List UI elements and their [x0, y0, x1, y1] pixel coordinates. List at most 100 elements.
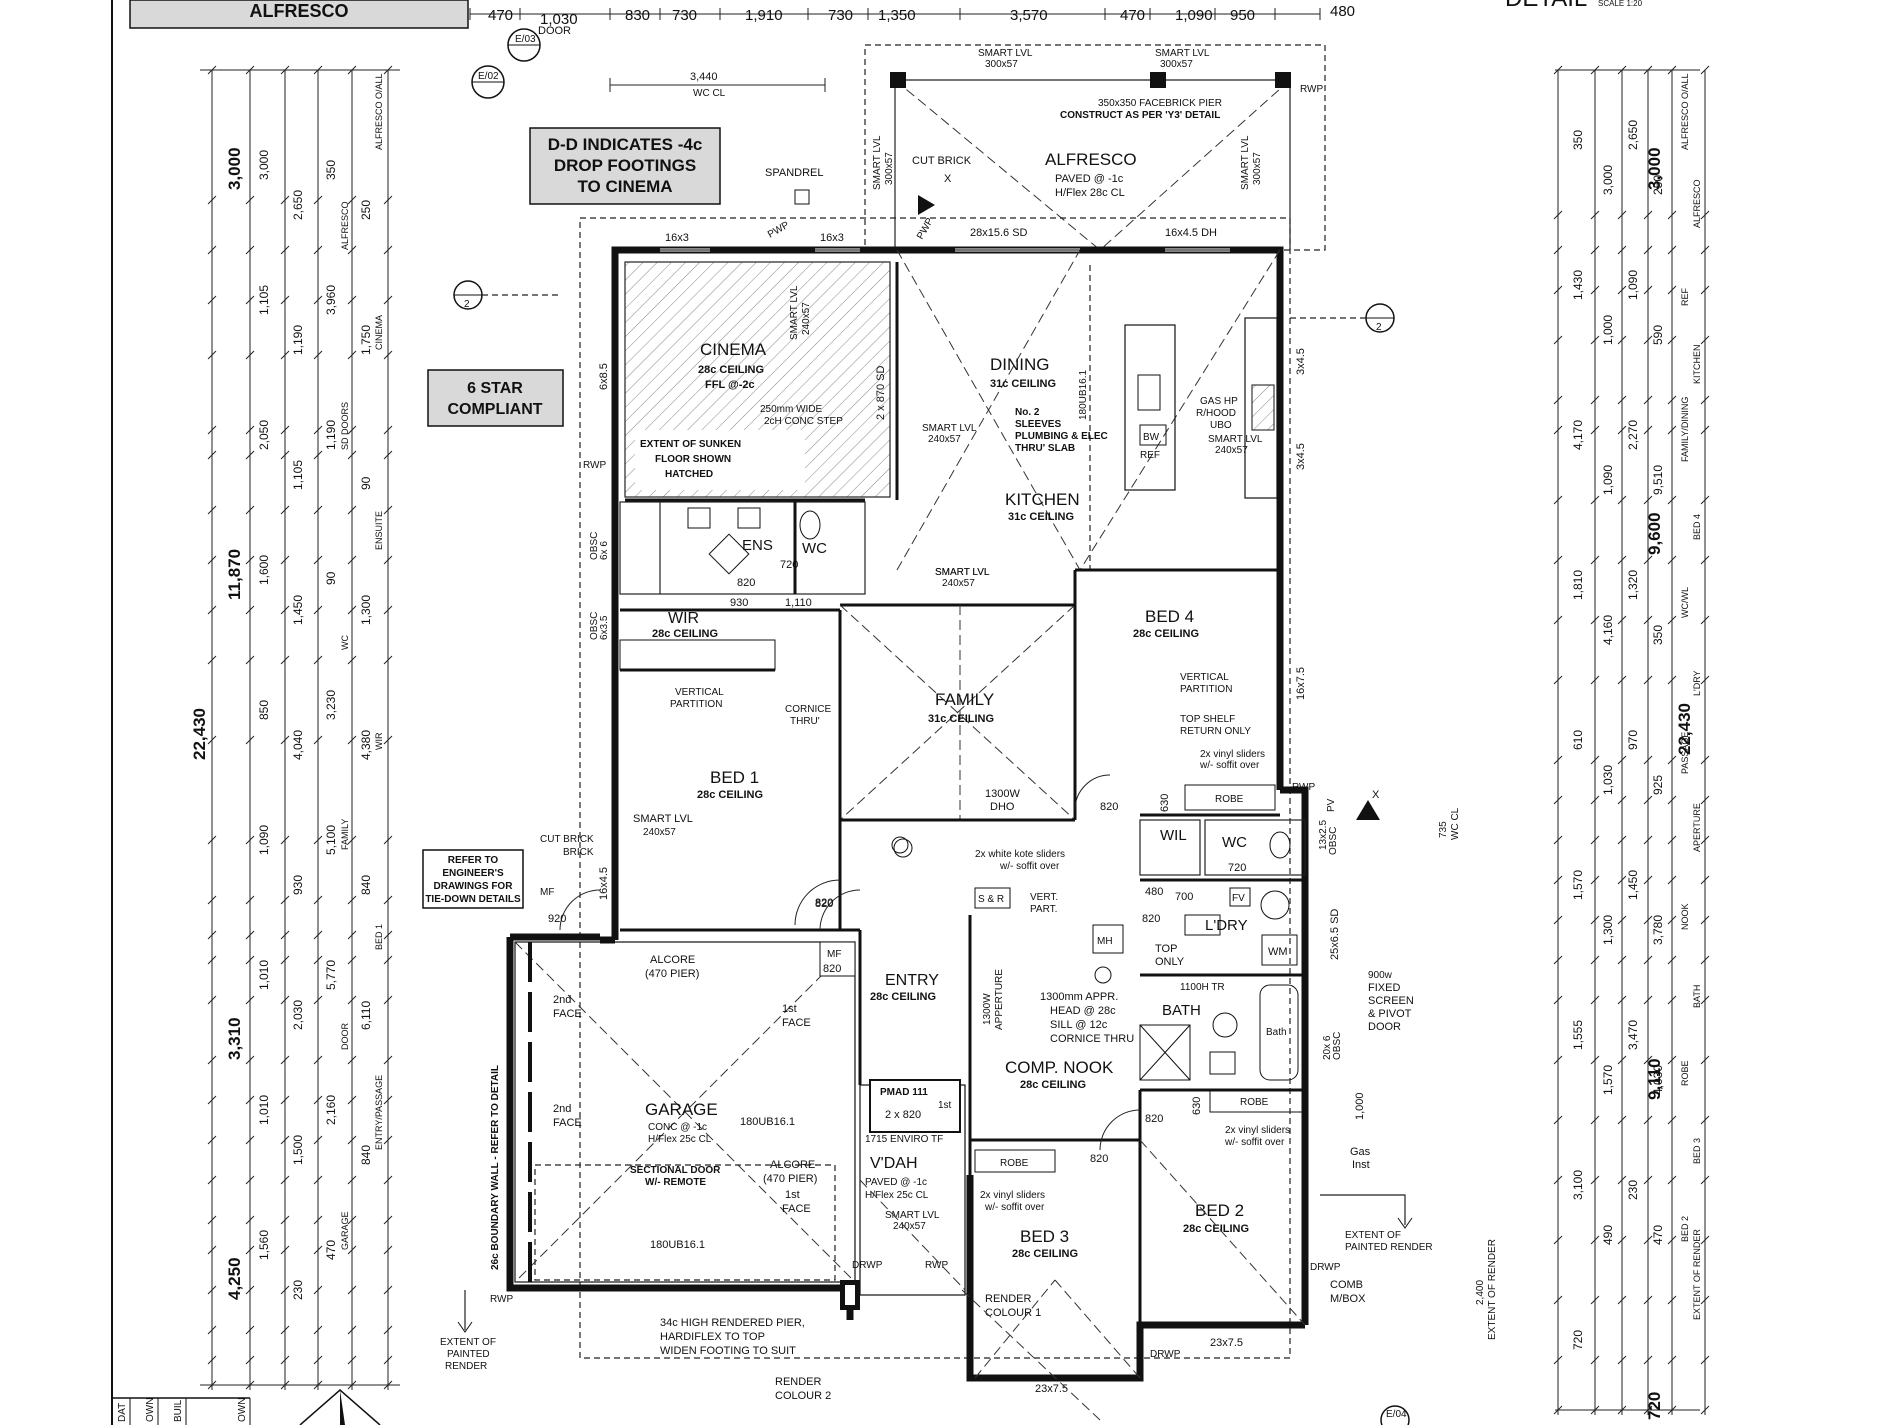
- left-inner-dim: 2,050: [257, 420, 271, 450]
- nook-door-820: 820: [1145, 1113, 1163, 1125]
- left-inner-dim: 350: [324, 160, 338, 180]
- white-kote-1: 2x white kote sliders: [975, 849, 1065, 860]
- right-inner-dim: 3,780: [1651, 915, 1665, 945]
- right-dim-word: APERTURE: [1692, 803, 1702, 852]
- house-outline: [506, 217, 1309, 1382]
- section-marker-2-left: 2: [453, 280, 560, 310]
- kitchen-room-name: KITCHEN: [1005, 490, 1080, 509]
- engineer-callout: REFER TO ENGINEER'S DRAWINGS FOR TIE-DOW…: [422, 849, 524, 909]
- window-20x6: 20x 6: [1322, 1035, 1333, 1060]
- right-inner-dim: 970: [1626, 730, 1640, 750]
- alcore-mid-1: ALCORE: [770, 1159, 815, 1171]
- top-shelf-2: RETURN ONLY: [1180, 726, 1251, 737]
- right-inner-dim: 4,160: [1601, 615, 1615, 645]
- right-dim-word: KITCHEN: [1692, 344, 1702, 384]
- left-inner-dim: 1,300: [359, 595, 373, 625]
- bed2-robe-label: ROBE: [1240, 1097, 1269, 1108]
- right-dim-word: FAMILY/DINING: [1680, 397, 1690, 462]
- bed3-door-820: 820: [1090, 1153, 1108, 1165]
- sleeves-note-4: THRU' SLAB: [1015, 443, 1075, 454]
- star-rating-line-1: 6 STAR: [467, 380, 523, 397]
- right-dim-word: ALFRESCO O/ALL: [1680, 73, 1690, 150]
- window-3x45-top: 3x4.5: [1295, 348, 1307, 375]
- wc-cl-dim-label: WC CL: [693, 88, 726, 99]
- window-6x6-obsc: OBSC: [589, 532, 600, 560]
- sectional-door-1: SECTIONAL DOOR: [630, 1165, 721, 1176]
- extent-render-right-2: PAINTED RENDER: [1345, 1242, 1433, 1253]
- bath-vanity: [1209, 1051, 1236, 1075]
- left-dim-word: FAMILY: [340, 819, 350, 850]
- right-inner-dim: 350: [1571, 130, 1585, 150]
- detail-scale: SCALE 1:20: [1598, 0, 1643, 8]
- ens-basin-2: [737, 507, 761, 529]
- section-marker-2-right: 2: [1290, 303, 1395, 333]
- aperture-note-2: HEAD @ 28c: [1050, 1005, 1116, 1017]
- facebrick-pier-note: 350x350 FACEBRICK PIER: [1098, 98, 1222, 109]
- ens-wc-door: 720: [780, 559, 798, 571]
- pwp-left: PWP: [766, 220, 792, 241]
- garage-face-2nd-b-2: FACE: [553, 1117, 582, 1129]
- aperture-note-3: SILL @ 12c: [1050, 1019, 1108, 1031]
- right-inner-dim: 470: [1651, 1225, 1665, 1245]
- drop-footing-line-3: TO CINEMA: [577, 177, 672, 196]
- bed1-door: 820: [815, 898, 833, 910]
- right-inner-dim: 1,320: [1626, 570, 1640, 600]
- rwp-verandah: RWP: [925, 1260, 948, 1271]
- ldry-480: 480: [1145, 886, 1163, 898]
- wir-room-note: 28c CEILING: [652, 628, 718, 640]
- render-colour2-1: RENDER: [775, 1376, 822, 1388]
- right-dim-word: REF: [1680, 287, 1690, 306]
- left-inner-dim: 3,000: [257, 150, 271, 180]
- left-inner-dim: 840: [359, 1145, 373, 1165]
- top-dim-7: 1,350: [878, 7, 916, 24]
- left-inner-dim: 5,770: [324, 960, 338, 990]
- left-inner-dim: 1,750: [359, 325, 373, 355]
- garage-face-1st-b-2: FACE: [782, 1203, 811, 1215]
- top-shelf-1: TOP SHELF: [1180, 714, 1235, 725]
- wir-room-name: WIR: [668, 610, 699, 627]
- top-dim-2: 1,030: [540, 11, 578, 28]
- top-dim-1: 470: [488, 7, 513, 24]
- title-block-cell-1: DAT: [117, 1403, 128, 1422]
- mf-garage: MF: [827, 949, 841, 960]
- right-dim-word: WC/WL: [1680, 587, 1690, 618]
- right-inner-dim: 1,810: [1571, 570, 1585, 600]
- cinema-room: CINEMA 28c CEILING FFL @-2c 250mm WIDE 2…: [583, 261, 899, 502]
- dho-label: 1300W: [985, 788, 1020, 800]
- engineer-line-1: REFER TO: [448, 855, 499, 866]
- sunken-note-1: EXTENT OF SUNKEN: [640, 439, 741, 450]
- left-inner-dim: 4,380: [359, 730, 373, 760]
- right-inner-dim: 1,090: [1626, 270, 1640, 300]
- left-inner-dim: 230: [291, 1280, 305, 1300]
- title-block-cell-4: OWN: [237, 1398, 248, 1422]
- right-dimension-columns: 3,000 9,600 22,430 9,110 720 3503,0002,6…: [1553, 65, 1710, 1420]
- left-inner-dim: 1,450: [291, 595, 305, 625]
- rwp-garage: RWP: [490, 1294, 513, 1305]
- step-note-1: 250mm WIDE: [760, 404, 823, 415]
- alcore-top-1: ALCORE: [650, 954, 695, 966]
- dishwasher-label: BW: [1143, 432, 1160, 443]
- rwp-bed4: RWP: [1292, 782, 1315, 793]
- window-16x3-left: 16x3: [665, 232, 689, 244]
- aperture-side-1: 1300W: [982, 993, 993, 1025]
- vdah-beam-size: 240x57: [893, 1221, 926, 1232]
- engineer-line-3: DRAWINGS FOR: [434, 881, 514, 892]
- dining-beam-label: SMART LVL: [922, 423, 977, 434]
- bed2-room-name: BED 2: [1195, 1201, 1244, 1220]
- screen-note-3: SCREEN: [1368, 995, 1414, 1007]
- family-room-name: FAMILY: [935, 690, 994, 709]
- cut-brick-left: CUT BRICK: [540, 834, 594, 845]
- ens-room-name: ENS: [742, 537, 773, 554]
- left-inner-dim: 2,650: [291, 190, 305, 220]
- star-rating-callout: 6 STAR COMPLIANT: [427, 369, 564, 427]
- wc-cl-dim-value: 3,440: [690, 71, 718, 83]
- render-colour1-1: RENDER: [985, 1293, 1032, 1305]
- ensuite-wc: ENS WC 720 820 6x 6 OBSC: [589, 501, 866, 595]
- bed4-vinyl-1: 2x vinyl sliders: [1200, 749, 1265, 760]
- top-dim-3: 830: [625, 7, 650, 24]
- top-dim-4: 730: [672, 7, 697, 24]
- bottom-notes: EXTENT OF PAINTED RENDER 34c HIGH RENDER…: [440, 1289, 1101, 1421]
- right-inner-dim: 2,650: [1626, 120, 1640, 150]
- pier-note-3: WIDEN FOOTING TO SUIT: [660, 1345, 796, 1357]
- section-marker-e02: E/02: [471, 65, 505, 99]
